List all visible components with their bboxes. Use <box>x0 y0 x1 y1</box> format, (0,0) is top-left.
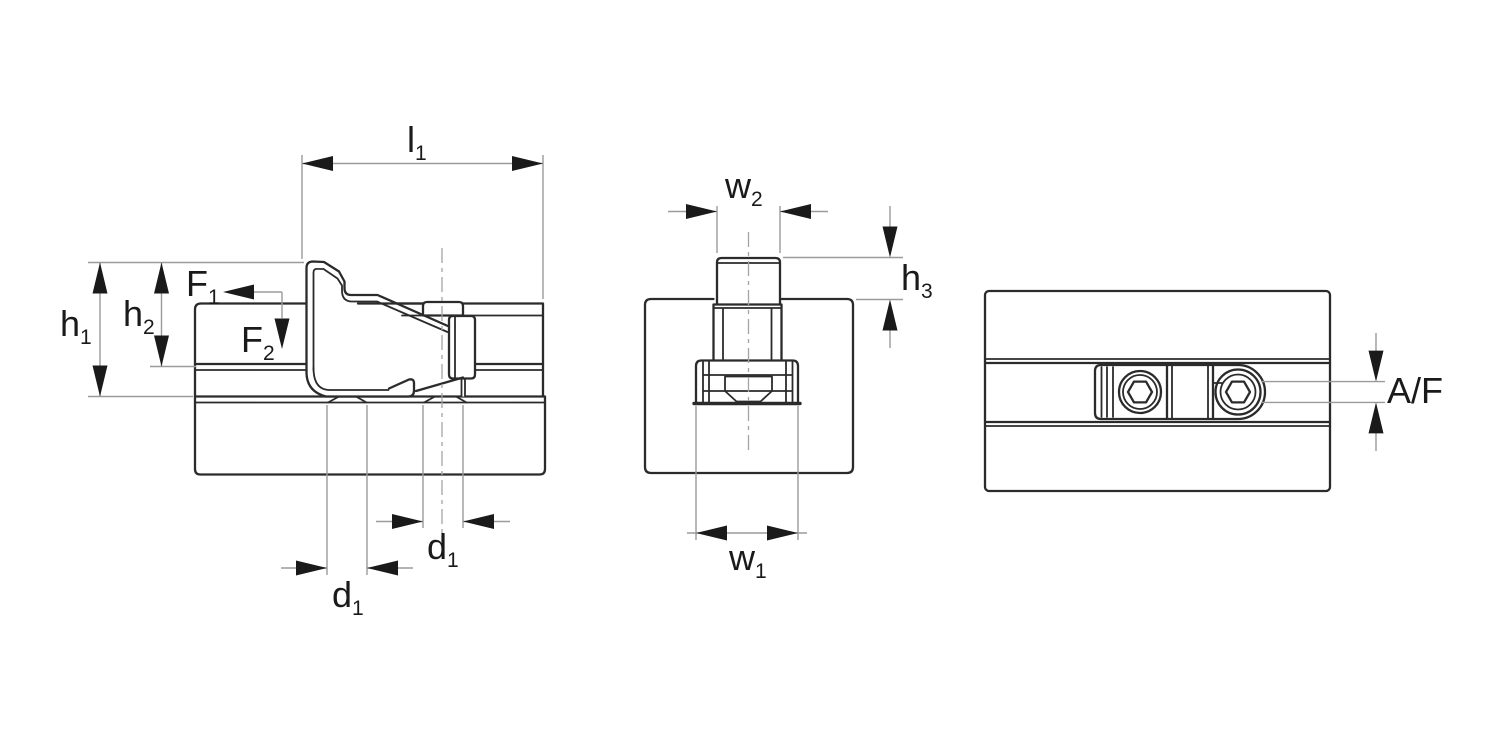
countersink-notches <box>327 395 468 404</box>
front-view: w2 h3 w1 <box>643 165 933 583</box>
force-label-f2: F2 <box>241 319 275 365</box>
dimension-af: A/F <box>1261 333 1443 451</box>
dim-label-w2: w2 <box>724 165 763 211</box>
thrust-piece <box>724 375 773 403</box>
dimension-w2: w2 <box>668 165 828 253</box>
base-rail <box>193 395 547 476</box>
force-label-f1: F1 <box>186 263 220 309</box>
clamp-lever <box>305 260 477 398</box>
clamp-wedge-edge <box>414 376 465 393</box>
dim-label-d1-upper: d1 <box>427 526 459 572</box>
socket-screw-left <box>1117 369 1163 415</box>
socket-screw-right <box>1214 368 1262 416</box>
f1-arrow <box>223 284 254 300</box>
dimension-h2: h2 <box>123 262 196 368</box>
side-view: l1 h1 h2 F1 F2 d1 <box>60 119 547 620</box>
dim-label-h3: h3 <box>901 257 933 303</box>
dimension-l1: l1 <box>301 119 544 299</box>
dimension-w1: w1 <box>687 406 807 583</box>
f2-arrow <box>274 318 290 349</box>
rail-top-block <box>421 300 465 317</box>
dim-label-d1-lower: d1 <box>332 574 364 620</box>
clamp-pin <box>460 377 466 397</box>
dim-label-h1: h1 <box>60 303 92 349</box>
dimension-h3: h3 <box>783 206 933 348</box>
hex-socket-icon <box>1224 380 1252 404</box>
dimension-d1-upper: d1 <box>376 405 510 572</box>
clamp-stem <box>712 256 783 361</box>
dim-label-h2: h2 <box>123 293 155 339</box>
clamp-block <box>447 314 477 380</box>
hex-socket-icon <box>1126 380 1154 404</box>
dim-label-af: A/F <box>1387 370 1443 411</box>
clamp-foot <box>305 370 416 398</box>
dim-label-l1: l1 <box>407 119 427 165</box>
top-view: A/F <box>983 289 1443 493</box>
force-arrows: F1 F2 <box>186 263 290 365</box>
dim-label-w1: w1 <box>728 537 767 583</box>
clamp-body-top <box>1093 363 1267 421</box>
clamp-flange <box>692 359 802 406</box>
dimension-h1: h1 <box>60 261 304 398</box>
dimension-d1-lower: d1 <box>281 405 413 620</box>
